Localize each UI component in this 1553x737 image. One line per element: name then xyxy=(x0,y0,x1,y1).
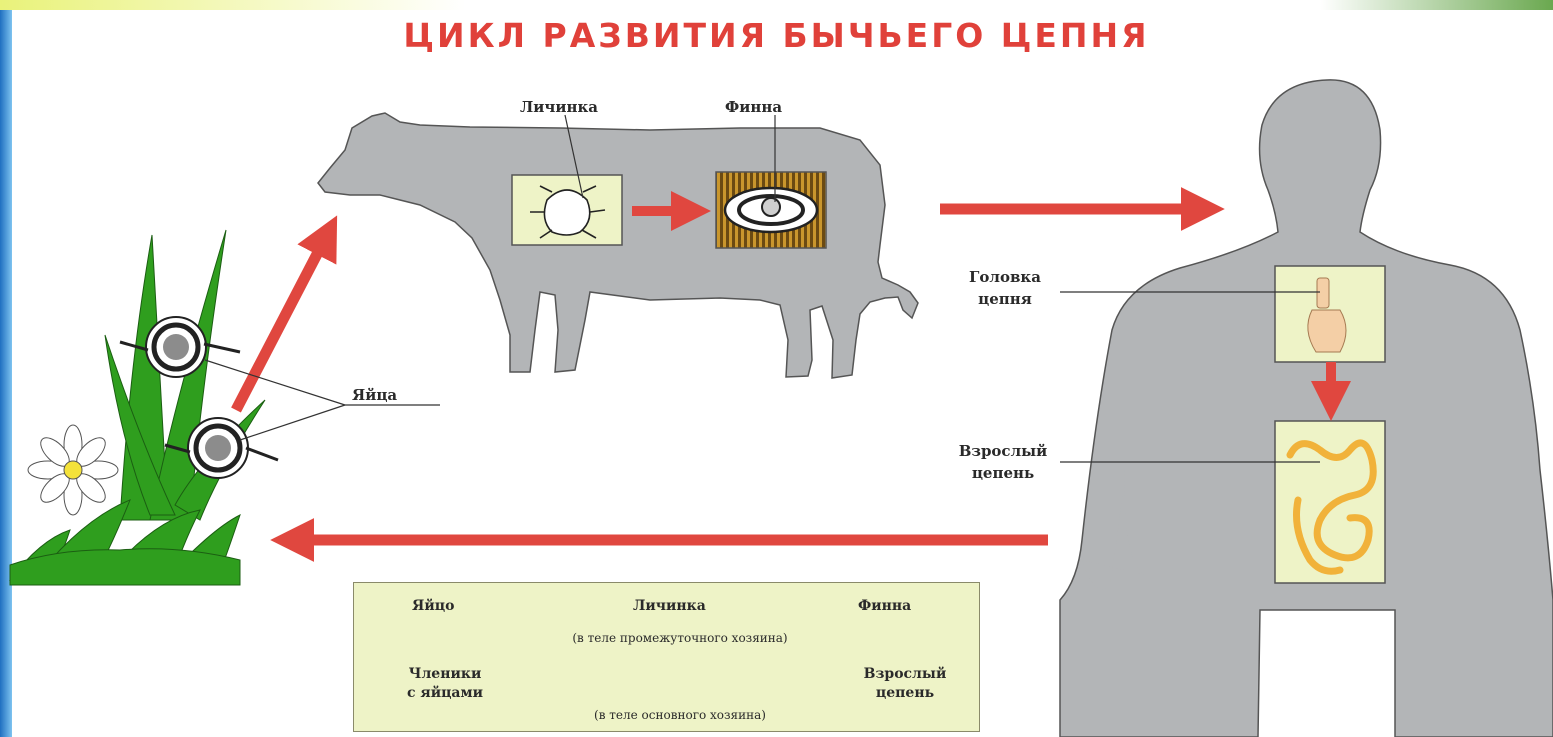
cycle-finna: Финна xyxy=(858,595,911,617)
label-larva: Личинка xyxy=(520,96,630,118)
label-head-line2: цепня xyxy=(945,288,1065,310)
cycle-segments-line1: Членики xyxy=(390,665,500,684)
cycle-larva: Личинка xyxy=(633,595,706,617)
cycle-adult-line1: Взрослый xyxy=(840,665,970,684)
cycle-adult: Взрослый цепень xyxy=(840,665,970,703)
cycle-segments-line2: с яйцами xyxy=(390,684,500,703)
cycle-note-intermediate: (в теле промежуточного хозяина) xyxy=(505,627,855,649)
label-adult-line1: Взрослый xyxy=(938,440,1068,462)
finna-icon xyxy=(725,188,817,232)
label-head: Головка цепня xyxy=(945,266,1065,310)
daisy-flower xyxy=(28,425,118,515)
human-silhouette xyxy=(1060,80,1553,737)
cycle-egg: Яйцо xyxy=(412,595,454,617)
cycle-adult-line2: цепень xyxy=(840,684,970,703)
label-head-line1: Головка xyxy=(945,266,1065,288)
pointer-eggs-upper xyxy=(205,360,345,405)
grass-plant xyxy=(10,230,265,585)
cycle-segments: Членики с яйцами xyxy=(390,665,500,703)
label-adult: Взрослый цепень xyxy=(938,440,1068,484)
label-finna: Финна xyxy=(725,96,835,118)
sidebar-strip xyxy=(0,0,12,737)
label-adult-line2: цепень xyxy=(938,462,1068,484)
arrow-grass-to-cow xyxy=(236,233,328,410)
label-eggs: Яйца xyxy=(352,384,432,406)
cycle-note-main: (в теле основного хозяина) xyxy=(505,704,855,726)
top-strip xyxy=(0,0,1553,10)
diagram-title: ЦИКЛ РАЗВИТИЯ БЫЧЬЕГО ЦЕПНЯ xyxy=(0,16,1553,55)
